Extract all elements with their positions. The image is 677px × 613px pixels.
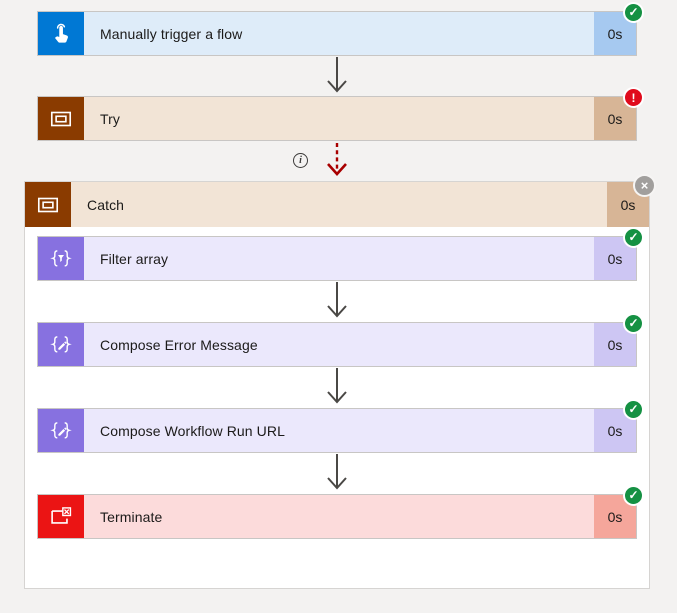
error-status-icon: ! bbox=[623, 87, 644, 108]
terminate-card[interactable]: Terminate 0s ✓ bbox=[37, 485, 644, 539]
scope-icon bbox=[25, 182, 71, 227]
scope-icon bbox=[38, 97, 84, 140]
pencil-braces-icon bbox=[38, 409, 84, 452]
try-scope-card[interactable]: Try 0s ! bbox=[37, 87, 644, 141]
arrow-down-connector bbox=[324, 57, 350, 95]
success-status-icon: ✓ bbox=[623, 485, 644, 506]
pencil-braces-icon bbox=[38, 323, 84, 366]
trigger-card[interactable]: Manually trigger a flow 0s ✓ bbox=[37, 2, 644, 56]
arrow-down-connector bbox=[324, 454, 350, 492]
filter-array-card[interactable]: Filter array 0s ✓ bbox=[37, 227, 644, 281]
success-status-icon: ✓ bbox=[623, 2, 644, 23]
catch-scope-container: × Catch 0s Filter array 0s bbox=[24, 174, 656, 589]
compose-error-message-title: Compose Error Message bbox=[100, 336, 258, 353]
arrow-down-connector bbox=[324, 368, 350, 406]
catch-scope-card[interactable]: Catch 0s bbox=[25, 182, 649, 227]
success-status-icon: ✓ bbox=[623, 227, 644, 248]
filter-braces-icon bbox=[38, 237, 84, 280]
catch-title: Catch bbox=[87, 196, 125, 213]
failed-branch-dashed-arrow bbox=[324, 143, 350, 180]
try-title: Try bbox=[100, 110, 120, 127]
terminate-window-icon bbox=[38, 495, 84, 538]
filter-array-title: Filter array bbox=[100, 250, 169, 267]
success-status-icon: ✓ bbox=[623, 399, 644, 420]
compose-error-message-card[interactable]: Compose Error Message 0s ✓ bbox=[37, 313, 644, 367]
arrow-down-connector bbox=[324, 282, 350, 320]
close-icon[interactable]: × bbox=[633, 174, 656, 197]
compose-workflow-run-url-title: Compose Workflow Run URL bbox=[100, 422, 285, 439]
info-circle-icon[interactable]: i bbox=[293, 153, 308, 168]
success-status-icon: ✓ bbox=[623, 313, 644, 334]
compose-workflow-run-url-card[interactable]: Compose Workflow Run URL 0s ✓ bbox=[37, 399, 644, 453]
trigger-title: Manually trigger a flow bbox=[100, 25, 243, 42]
terminate-title: Terminate bbox=[100, 508, 163, 525]
hand-tap-icon bbox=[38, 12, 84, 55]
